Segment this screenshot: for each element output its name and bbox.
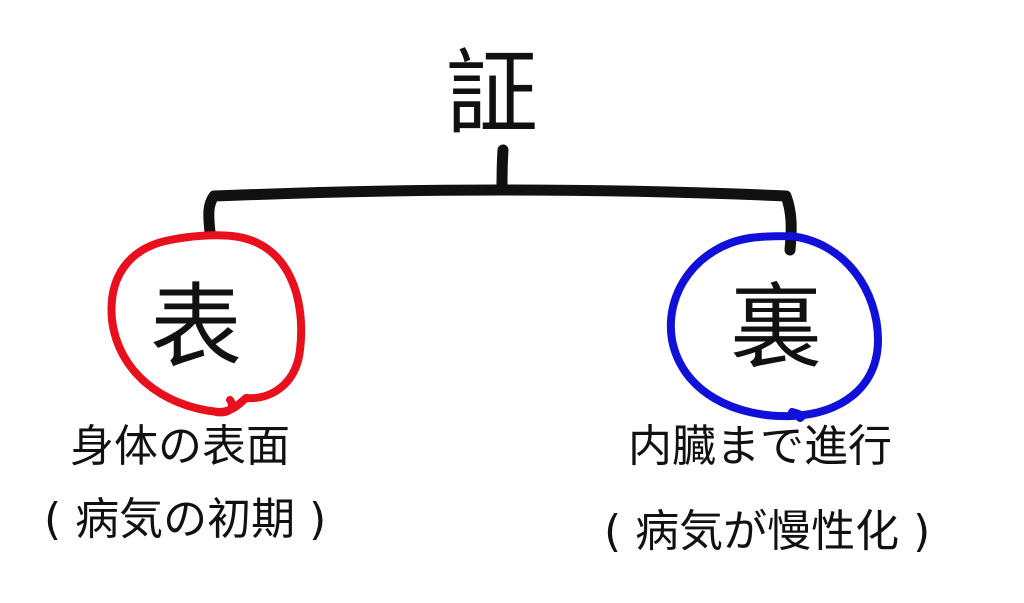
right-note: ( 病気が慢性化 ) bbox=[604, 506, 931, 557]
root-label: 証 bbox=[446, 40, 539, 147]
branch-connector-line bbox=[203, 184, 797, 256]
root-stem-line bbox=[496, 144, 509, 194]
left-note: ( 病気の初期 ) bbox=[44, 494, 327, 545]
right-node-label: 裏 bbox=[730, 274, 823, 381]
left-node-label: 表 bbox=[150, 274, 243, 381]
left-circle-outline bbox=[107, 231, 306, 417]
right-circle-outline bbox=[666, 232, 882, 422]
left-description: 身体の表面 bbox=[70, 421, 290, 472]
right-description: 内臓まで進行 bbox=[628, 421, 892, 472]
